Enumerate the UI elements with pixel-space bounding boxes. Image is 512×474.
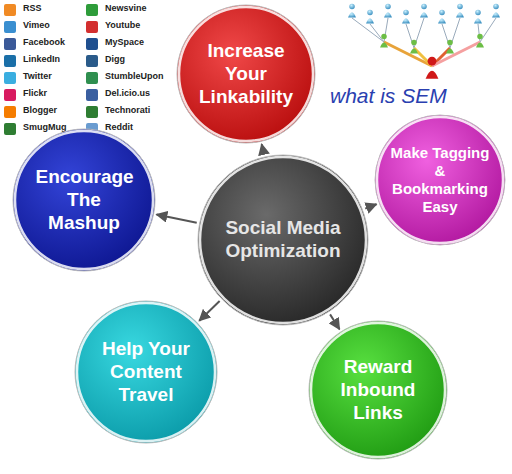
circle-label: Make Tagging & Bookmarking Easy xyxy=(390,144,490,216)
person-figure xyxy=(380,34,388,48)
network-line xyxy=(384,42,432,66)
social-icon xyxy=(4,123,16,135)
social-icon xyxy=(4,38,16,50)
person-figure xyxy=(366,10,374,24)
center-circle: Social Media Optimization xyxy=(197,154,369,326)
person-figure xyxy=(438,10,446,24)
circle-label: Help Your Content Travel xyxy=(98,338,195,406)
person-figure xyxy=(456,4,464,18)
person-figure xyxy=(420,4,428,18)
network-line xyxy=(432,42,480,66)
icon-label: Del.icio.us xyxy=(105,88,150,98)
social-icon xyxy=(4,89,16,101)
sem-heading: what is SEM xyxy=(330,84,447,108)
icon-label: Blogger xyxy=(23,105,57,115)
icon-label: Flickr xyxy=(23,88,47,98)
person-figure xyxy=(410,40,418,54)
icon-label: SmugMug xyxy=(23,122,67,132)
circle-label: Reward Inbound Links xyxy=(331,356,426,424)
social-icon xyxy=(86,4,98,16)
social-icon xyxy=(86,38,98,50)
icon-label: StumbleUpon xyxy=(105,71,164,81)
person-figure xyxy=(402,10,410,24)
person-figure xyxy=(474,10,482,24)
social-icon xyxy=(4,55,16,67)
connector-arrow xyxy=(262,144,264,154)
network-line xyxy=(352,18,384,42)
icon-label: Youtube xyxy=(105,20,140,30)
connector-arrow xyxy=(157,215,197,223)
social-icon xyxy=(86,89,98,101)
social-icon xyxy=(4,72,16,84)
social-icon xyxy=(86,72,98,84)
icon-label: Technorati xyxy=(105,105,150,115)
person-figure xyxy=(476,34,484,48)
circle-label: Increase Your Linkability xyxy=(199,40,294,108)
icon-label: Newsvine xyxy=(105,3,147,13)
person-figure xyxy=(426,57,439,79)
red-circle: Increase Your Linkability xyxy=(176,4,316,144)
icon-label: Reddit xyxy=(105,122,133,132)
social-icon xyxy=(86,55,98,67)
social-icon xyxy=(86,106,98,118)
person-figure xyxy=(446,40,454,54)
connector-arrow xyxy=(199,301,219,321)
icon-label: Vimeo xyxy=(23,20,50,30)
teal-circle: Help Your Content Travel xyxy=(74,300,218,444)
person-figure xyxy=(384,4,392,18)
green-circle: Reward Inbound Links xyxy=(308,320,448,460)
circle-label: Social Media Optimization xyxy=(225,217,341,263)
person-figure xyxy=(348,4,356,18)
social-icon xyxy=(4,4,16,16)
icon-label: LinkedIn xyxy=(23,54,60,64)
people-network xyxy=(348,4,500,79)
icon-label: Twitter xyxy=(23,71,52,81)
connector-arrow xyxy=(330,314,339,329)
blue-circle: Encourage The Mashup xyxy=(12,128,156,272)
network-line xyxy=(480,18,496,42)
circle-label: Encourage The Mashup xyxy=(36,166,133,234)
social-icon xyxy=(86,21,98,33)
connector-arrow xyxy=(365,204,376,208)
magenta-circle: Make Tagging & Bookmarking Easy xyxy=(374,114,506,246)
icon-label: RSS xyxy=(23,3,42,13)
network-line xyxy=(478,24,480,42)
icon-label: MySpace xyxy=(105,37,144,47)
icon-label: Digg xyxy=(105,54,125,64)
social-icon xyxy=(4,106,16,118)
person-figure xyxy=(492,4,500,18)
network-line xyxy=(370,24,384,42)
icon-label: Facebook xyxy=(23,37,65,47)
social-icons xyxy=(4,4,98,135)
social-icon xyxy=(4,21,16,33)
